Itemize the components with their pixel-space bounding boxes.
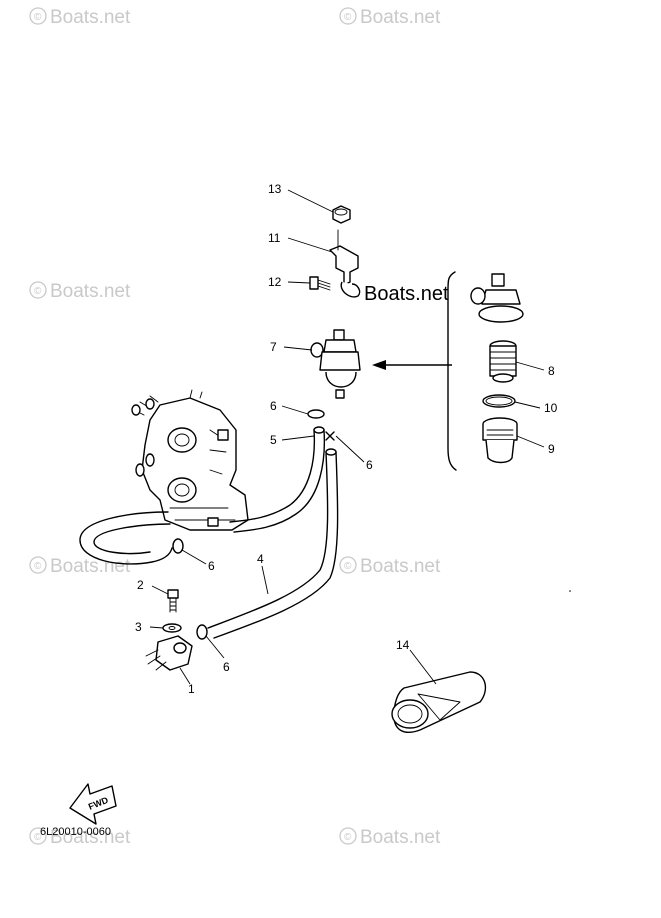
carburetor-body	[131, 389, 249, 531]
part-6-clamp-a[interactable]	[307, 409, 325, 419]
part-6-clamp-d[interactable]	[196, 624, 208, 640]
callout-13: 13	[268, 182, 334, 213]
callout-7: 7	[270, 340, 313, 354]
part-9-filter-cup[interactable]	[482, 417, 518, 464]
svg-text:12: 12	[268, 275, 282, 289]
svg-text:6: 6	[366, 458, 373, 472]
stray-dot	[569, 590, 571, 592]
part-11-bracket[interactable]	[329, 229, 361, 298]
svg-text:3: 3	[135, 620, 142, 634]
callout-1: 1	[179, 667, 195, 696]
svg-text:Boats.net: Boats.net	[50, 7, 131, 28]
svg-text:Boats.net: Boats.net	[360, 827, 441, 848]
svg-text:7: 7	[270, 340, 277, 354]
svg-text:Boats.net: Boats.net	[50, 827, 131, 848]
part-6-clamp-c[interactable]	[172, 538, 184, 554]
part-2-bolt[interactable]	[167, 589, 179, 613]
carb-drain-hose	[79, 511, 173, 565]
svg-text:©: ©	[34, 832, 42, 843]
svg-text:Boats.net: Boats.net	[360, 7, 441, 28]
callout-11: 11	[268, 231, 333, 253]
watermark-lower-right: © Boats.net	[339, 556, 441, 577]
svg-text:10: 10	[544, 401, 558, 415]
svg-text:13: 13	[268, 182, 282, 196]
exploded-view-bracket	[447, 271, 457, 471]
callout-10: 10	[514, 401, 558, 415]
watermark-bottom-right: © Boats.net	[339, 827, 441, 848]
part-8-filter-element[interactable]	[489, 340, 517, 383]
callout-12: 12	[268, 275, 311, 289]
part-7-fuel-filter[interactable]	[310, 329, 361, 399]
callout-2: 2	[137, 578, 169, 595]
svg-text:6: 6	[270, 399, 277, 413]
callout-4: 4	[257, 552, 269, 595]
part-10-o-ring[interactable]	[482, 394, 516, 408]
svg-text:11: 11	[268, 231, 281, 245]
callout-14: 14	[396, 638, 437, 685]
part-1-fuel-joint[interactable]	[145, 635, 193, 671]
svg-text:5: 5	[270, 433, 277, 447]
svg-text:4: 4	[257, 552, 264, 566]
part-filter-cap	[470, 273, 524, 323]
svg-text:©: ©	[34, 286, 42, 297]
inline-boats-label: Boats.net	[364, 283, 449, 305]
watermark-top-right: © Boats.net	[339, 7, 441, 28]
fwd-arrow-icon: FWD	[69, 783, 117, 825]
callout-6d: 6	[205, 635, 230, 674]
svg-text:6: 6	[223, 660, 230, 674]
watermark-lower-left: © Boats.net	[29, 556, 131, 577]
diagram-code: 6L20010-0060	[40, 826, 111, 838]
svg-text:©: ©	[344, 12, 352, 23]
exploded-view-arrow	[372, 360, 452, 370]
part-5-fuel-hose[interactable]	[229, 426, 326, 533]
svg-text:©: ©	[344, 561, 352, 572]
part-12-screw[interactable]	[309, 276, 331, 291]
svg-text:1: 1	[188, 682, 195, 696]
watermark-bottom-left: © Boats.net	[29, 827, 131, 848]
callout-8: 8	[515, 361, 555, 378]
part-13-nut[interactable]	[332, 205, 351, 224]
svg-text:©: ©	[34, 12, 42, 23]
svg-text:Boats.net: Boats.net	[50, 556, 131, 577]
callout-6c: 6	[181, 549, 215, 573]
svg-text:Boats.net: Boats.net	[360, 556, 441, 577]
svg-text:Boats.net: Boats.net	[50, 281, 131, 302]
callout-6b: 6	[335, 435, 373, 472]
part-14-sleeve[interactable]	[391, 671, 487, 734]
svg-text:9: 9	[548, 442, 555, 456]
svg-text:6: 6	[208, 559, 215, 573]
svg-text:14: 14	[396, 638, 410, 652]
part-3-washer[interactable]	[162, 623, 182, 633]
svg-text:8: 8	[548, 364, 555, 378]
svg-text:©: ©	[34, 561, 42, 572]
callout-9: 9	[516, 435, 555, 456]
callout-6a: 6	[270, 399, 309, 415]
watermark-mid-left: © Boats.net	[29, 281, 131, 302]
part-4-fuel-hose[interactable]	[207, 448, 339, 639]
callout-3: 3	[135, 620, 164, 634]
callout-5: 5	[270, 433, 315, 447]
part-6-clamp-b[interactable]	[325, 431, 335, 441]
svg-text:©: ©	[344, 832, 352, 843]
watermark-top-left: © Boats.net	[29, 7, 131, 28]
svg-text:2: 2	[137, 578, 144, 592]
